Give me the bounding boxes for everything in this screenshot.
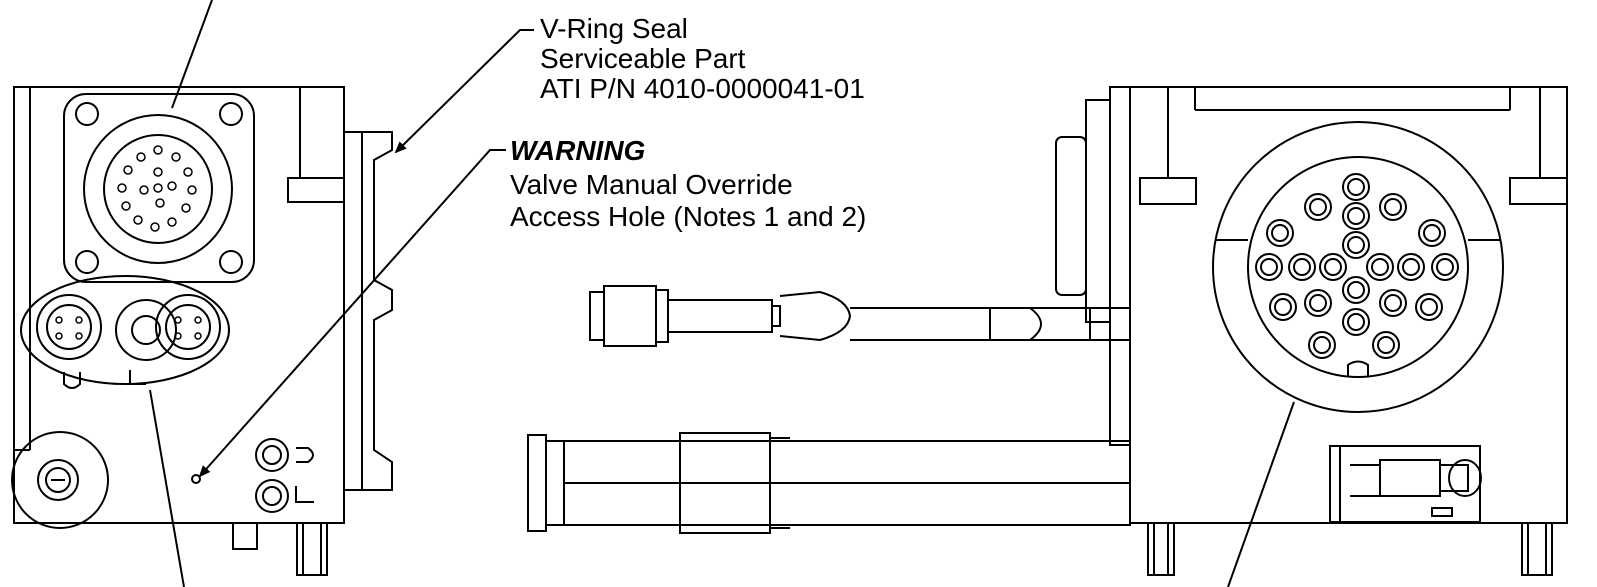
multi-pin-connector [1212, 121, 1504, 413]
vring-part-number: ATI P/N 4010-0000041-01 [540, 73, 865, 104]
side-fitting [11, 431, 109, 529]
air-tubes-lower [527, 432, 1131, 534]
connector-square-mount [63, 93, 255, 283]
m8-connector-oval [20, 275, 230, 389]
v-ring-seal [362, 131, 393, 491]
cable-connector-upper [589, 285, 1130, 347]
right-module-body [1055, 86, 1568, 576]
vring-line-2: Serviceable Part [540, 43, 746, 74]
warning-title: WARNING [510, 135, 645, 166]
callout-vring-seal: V-Ring Seal Serviceable Part ATI P/N 401… [540, 13, 865, 104]
multi-pin-contacts [1255, 173, 1459, 359]
pneumatic-ports [255, 438, 314, 513]
connector-pins [117, 145, 197, 232]
warning-line-1: Valve Manual Override [510, 169, 793, 200]
callout-warning: WARNING Valve Manual Override Access Hol… [510, 135, 866, 232]
vring-line-1: V-Ring Seal [540, 13, 688, 44]
warning-line-2: Access Hole (Notes 1 and 2) [510, 201, 866, 232]
leader-lines [149, 0, 1295, 587]
override-access-hole [191, 474, 201, 484]
lower-bracket-fitting [1329, 445, 1482, 523]
